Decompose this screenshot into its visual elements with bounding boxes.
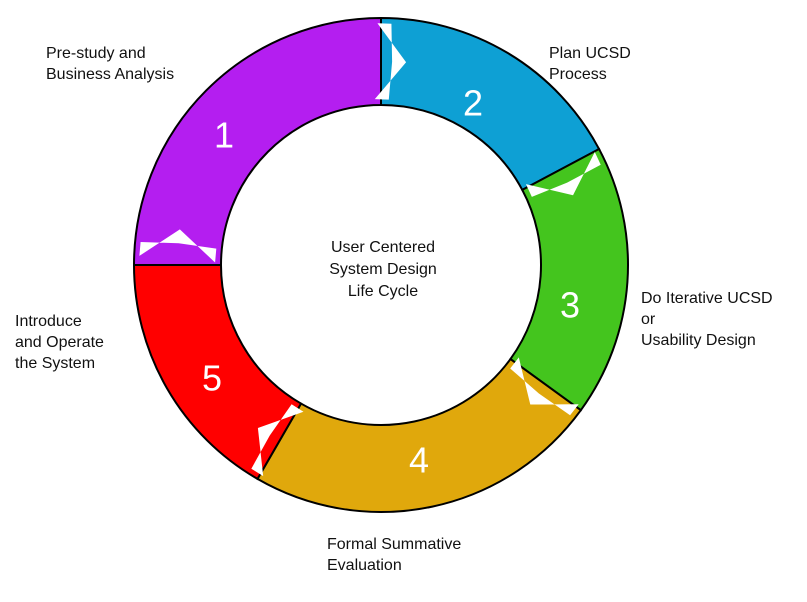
phase-5-number: 5 [202, 358, 222, 399]
phase-2-number: 2 [463, 83, 483, 124]
chevron-arrow-icon [525, 152, 601, 197]
center-title-line-3: Life Cycle [348, 283, 418, 300]
chevron-arrow-icon [139, 229, 217, 263]
phase-1-segment [132, 16, 382, 266]
phase-1-number: 1 [214, 115, 234, 156]
center-title-line-2: System Design [329, 261, 437, 278]
phase-5-segment [132, 264, 303, 481]
phase-3-number: 3 [560, 285, 580, 326]
chevron-arrow-icon [374, 23, 407, 100]
center-title-line-1: User Centered [331, 239, 435, 256]
phase-5-label: Introduce and Operate the System [15, 313, 104, 372]
chevron-arrow-icon [251, 404, 304, 477]
phase-4-segment [256, 357, 583, 513]
chevron-arrow-icon [510, 357, 579, 416]
phase-2-label: Plan UCSD Process [549, 45, 631, 83]
phase-1-label: Pre-study and Business Analysis [46, 45, 175, 83]
phase-3-segment [509, 147, 629, 412]
phase-4-label: Formal Summative Evaluation [327, 536, 462, 574]
phase-3-label: Do Iterative UCSD or Usability Design [641, 290, 773, 349]
phase-4-number: 4 [409, 440, 429, 481]
